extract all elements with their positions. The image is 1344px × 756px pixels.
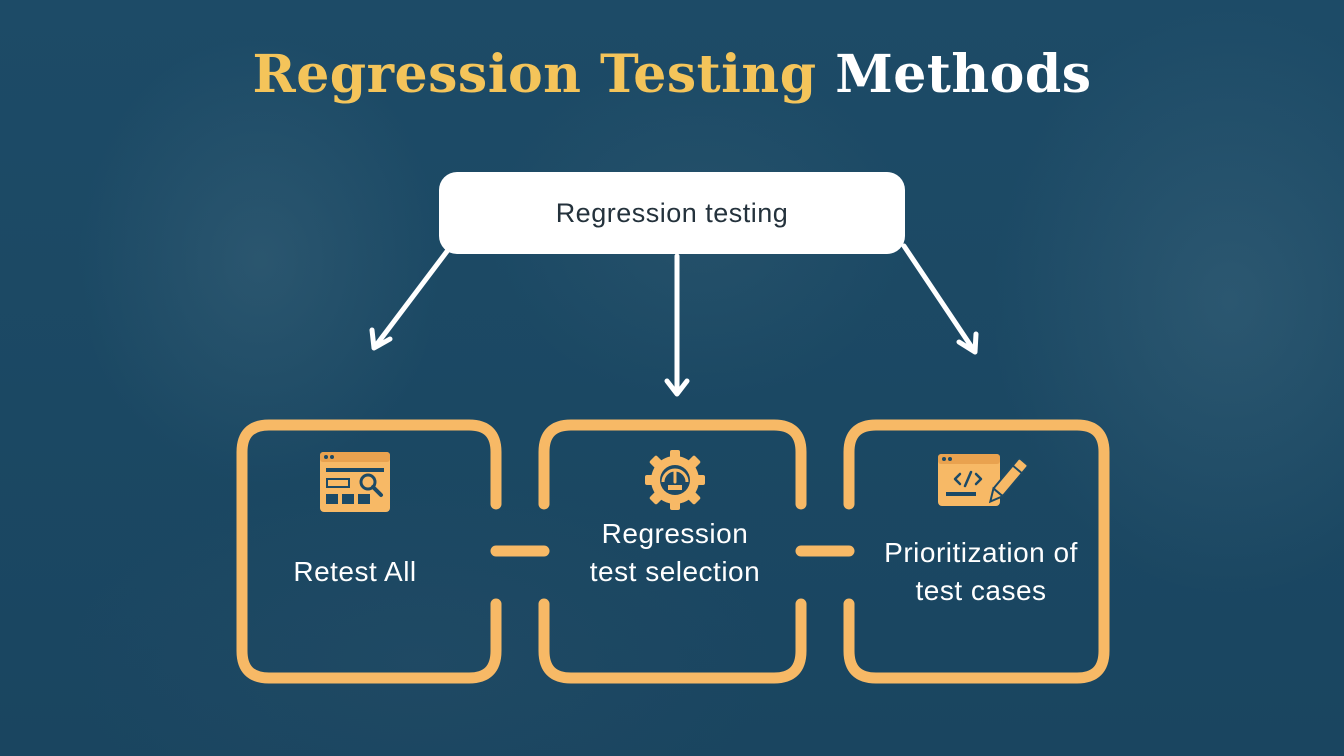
title-rest: Methods [835, 44, 1092, 105]
root-node: Regression testing [439, 172, 905, 254]
browser-windows-search-icon [320, 452, 390, 512]
method-label-prioritization: Prioritization of test cases [884, 537, 1078, 606]
arrow-left [369, 247, 451, 351]
method-label-retest-all: Retest All [293, 556, 417, 587]
box-outline-center [538, 419, 807, 684]
arrows [369, 243, 979, 397]
arrow-right [901, 243, 979, 355]
method-boxes [236, 419, 1110, 684]
page-title: Regression Testing Methods [0, 44, 1344, 106]
code-window-pencil-icon [938, 454, 1028, 506]
method-label-regression-test-selection: Regression test selection [589, 518, 761, 587]
gear-gauge-icon [645, 450, 705, 510]
arrow-center [664, 253, 690, 397]
box-outline-left [236, 419, 502, 684]
title-highlight: Regression Testing [252, 44, 817, 105]
box-outline-right [843, 419, 1110, 684]
root-node-label: Regression testing [555, 197, 789, 228]
